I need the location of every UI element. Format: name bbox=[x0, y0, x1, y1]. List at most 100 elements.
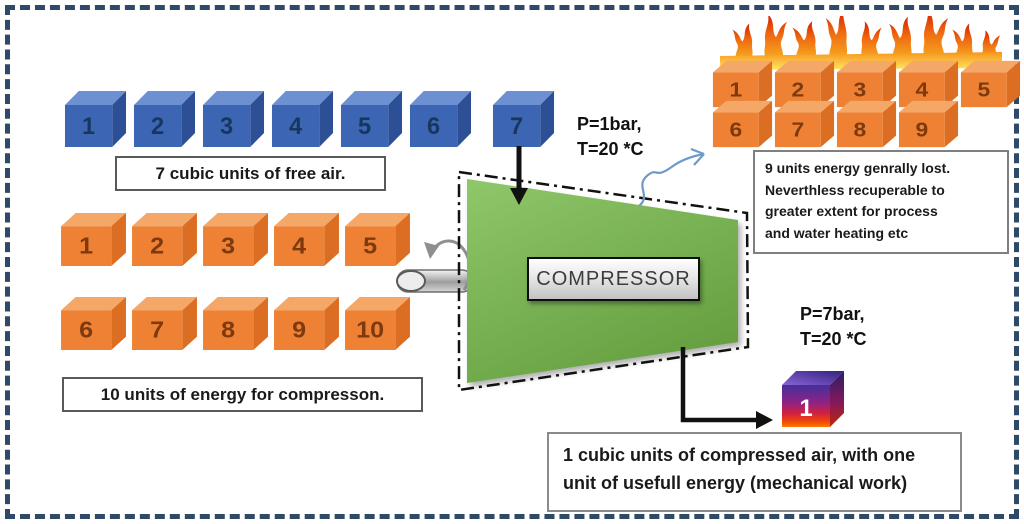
cube-face bbox=[253, 212, 268, 267]
unit-cube: 1 bbox=[712, 60, 773, 108]
cube-face bbox=[203, 226, 254, 267]
cube-face bbox=[274, 296, 339, 311]
outlet-arrow bbox=[680, 347, 773, 429]
output-cube: 1 bbox=[782, 371, 844, 427]
unit-cube: 3 bbox=[202, 91, 265, 147]
cube-face bbox=[111, 212, 126, 267]
inlet-arrow bbox=[510, 146, 528, 205]
cube-face bbox=[182, 296, 197, 351]
cube-face bbox=[132, 226, 183, 267]
cube-face bbox=[395, 296, 410, 351]
dashed-frame-border bbox=[5, 5, 1019, 519]
cube-face bbox=[1006, 60, 1021, 108]
cube-face bbox=[271, 105, 320, 147]
cube-number: 7 bbox=[510, 113, 523, 140]
compressor-label: COMPRESSOR bbox=[527, 257, 700, 301]
cube-number: 10 bbox=[356, 318, 384, 344]
cube-face bbox=[203, 310, 254, 351]
unit-cube: 3 bbox=[203, 212, 268, 267]
cube-number: 1 bbox=[729, 79, 742, 101]
compressor-housing-dashed-border bbox=[457, 170, 750, 392]
cube-face bbox=[836, 72, 883, 108]
energy-in-caption: 10 units of energy for compresson. bbox=[62, 377, 423, 412]
outlet-conditions-label: P=7bar, T=20 *C bbox=[800, 304, 867, 350]
cube-face bbox=[712, 72, 759, 108]
drive-shaft-icon bbox=[396, 269, 474, 293]
cube-face bbox=[181, 91, 196, 147]
cube-number: 1 bbox=[79, 234, 93, 260]
cube-face bbox=[758, 100, 773, 148]
cube-face bbox=[274, 212, 339, 227]
cube-face bbox=[774, 72, 821, 108]
cube-face bbox=[271, 91, 334, 105]
cube-face bbox=[836, 60, 897, 73]
cube-face bbox=[898, 72, 945, 108]
cube-face bbox=[782, 385, 830, 427]
cube-face bbox=[203, 212, 268, 227]
cube-face bbox=[111, 296, 126, 351]
cube-number: 1 bbox=[82, 113, 95, 140]
cube-face bbox=[898, 60, 959, 73]
cube-face bbox=[820, 100, 835, 148]
cube-face bbox=[457, 91, 472, 147]
unit-cube: 7 bbox=[132, 296, 197, 351]
cube-face bbox=[882, 100, 897, 148]
cube-face bbox=[409, 91, 472, 105]
unit-cube: 9 bbox=[274, 296, 339, 351]
cube-face bbox=[340, 91, 403, 105]
cube-number: 2 bbox=[151, 113, 164, 140]
cube-face bbox=[61, 212, 126, 227]
unit-cube: 1 bbox=[64, 91, 127, 147]
cube-number: 4 bbox=[292, 234, 307, 260]
cube-number: 4 bbox=[289, 113, 303, 140]
unit-cube: 5 bbox=[340, 91, 403, 147]
cube-number: 7 bbox=[150, 318, 164, 344]
cube-face bbox=[61, 296, 126, 311]
cube-face bbox=[758, 60, 773, 108]
unit-cube: 3 bbox=[836, 60, 897, 108]
cube-face bbox=[944, 100, 959, 148]
cube-face bbox=[253, 296, 268, 351]
cube-face bbox=[774, 112, 821, 148]
unit-cube: 8 bbox=[836, 100, 897, 148]
cube-face bbox=[319, 91, 334, 147]
cube-number: 2 bbox=[150, 234, 164, 260]
cube-face bbox=[112, 91, 127, 147]
cube-number: 6 bbox=[427, 113, 440, 140]
cube-face bbox=[782, 371, 844, 385]
unit-cube: 6 bbox=[61, 296, 126, 351]
inlet-conditions-label: P=1bar, T=20 *C bbox=[577, 114, 644, 160]
unit-cube: 5 bbox=[960, 60, 1021, 108]
unit-cube: 8 bbox=[203, 296, 268, 351]
cube-number: 4 bbox=[915, 79, 928, 101]
cube-face bbox=[345, 296, 410, 311]
free-air-caption: 7 cubic units of free air. bbox=[115, 156, 386, 191]
cube-number: 1 bbox=[799, 395, 812, 422]
cube-face bbox=[202, 105, 251, 147]
cube-face bbox=[836, 112, 883, 148]
cube-number: 7 bbox=[791, 119, 804, 141]
unit-cube: 5 bbox=[345, 212, 410, 267]
cube-face bbox=[820, 60, 835, 108]
cube-face bbox=[324, 296, 339, 351]
cube-face bbox=[960, 60, 1021, 73]
cube-number: 3 bbox=[853, 79, 866, 101]
cube-face bbox=[830, 371, 844, 427]
cube-face bbox=[203, 296, 268, 311]
cube-face bbox=[388, 91, 403, 147]
unit-cube: 1 bbox=[61, 212, 126, 267]
cube-face bbox=[345, 212, 410, 227]
heat-loss-arrow bbox=[638, 147, 705, 207]
unit-cube: 4 bbox=[898, 60, 959, 108]
cube-face bbox=[712, 60, 773, 73]
cube-face bbox=[274, 310, 325, 351]
cube-face bbox=[61, 310, 112, 351]
cube-face bbox=[712, 112, 759, 148]
cube-face bbox=[944, 60, 959, 108]
cube-face bbox=[836, 100, 897, 113]
cube-face bbox=[712, 100, 773, 113]
cube-number: 5 bbox=[977, 79, 990, 101]
